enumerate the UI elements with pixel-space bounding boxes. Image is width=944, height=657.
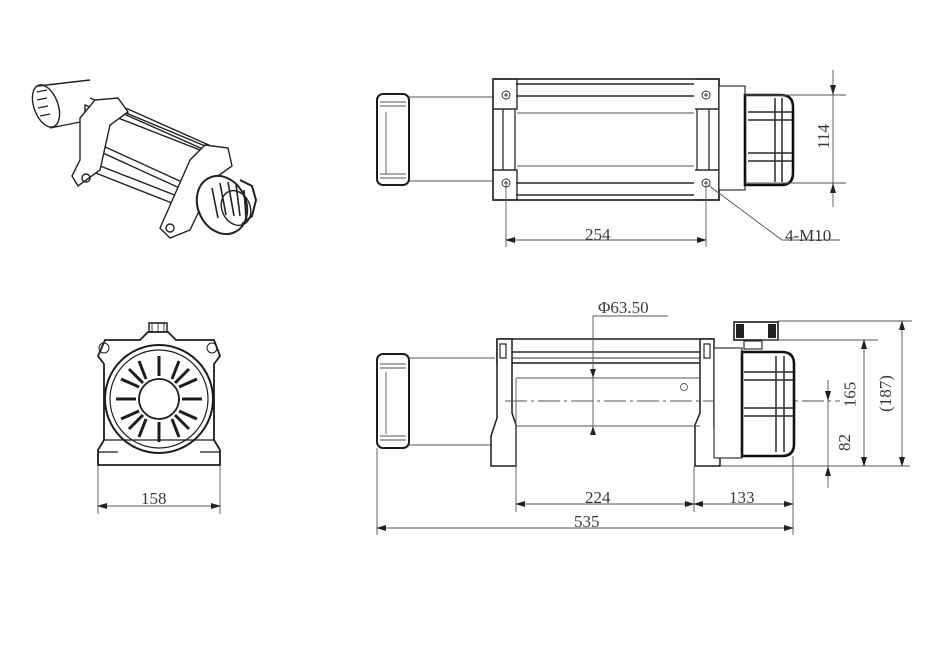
dim-158: 158: [141, 489, 167, 508]
end-view: [96, 322, 222, 514]
dim-114: 114: [813, 124, 833, 149]
top-view: [376, 70, 846, 247]
dim-165: 165: [840, 381, 860, 408]
dim-drum-diameter: Φ63.50: [598, 298, 649, 317]
dim-133: 133: [729, 488, 755, 507]
dim-82: 82: [835, 434, 854, 451]
dim-187: (187): [875, 375, 895, 412]
dim-254: 254: [585, 225, 611, 244]
bolt-callout-4-m10: 4-M10: [785, 226, 832, 245]
dim-535: 535: [574, 512, 600, 531]
side-view: [376, 315, 912, 535]
dim-224: 224: [585, 488, 611, 507]
isometric-view: [31, 79, 258, 239]
